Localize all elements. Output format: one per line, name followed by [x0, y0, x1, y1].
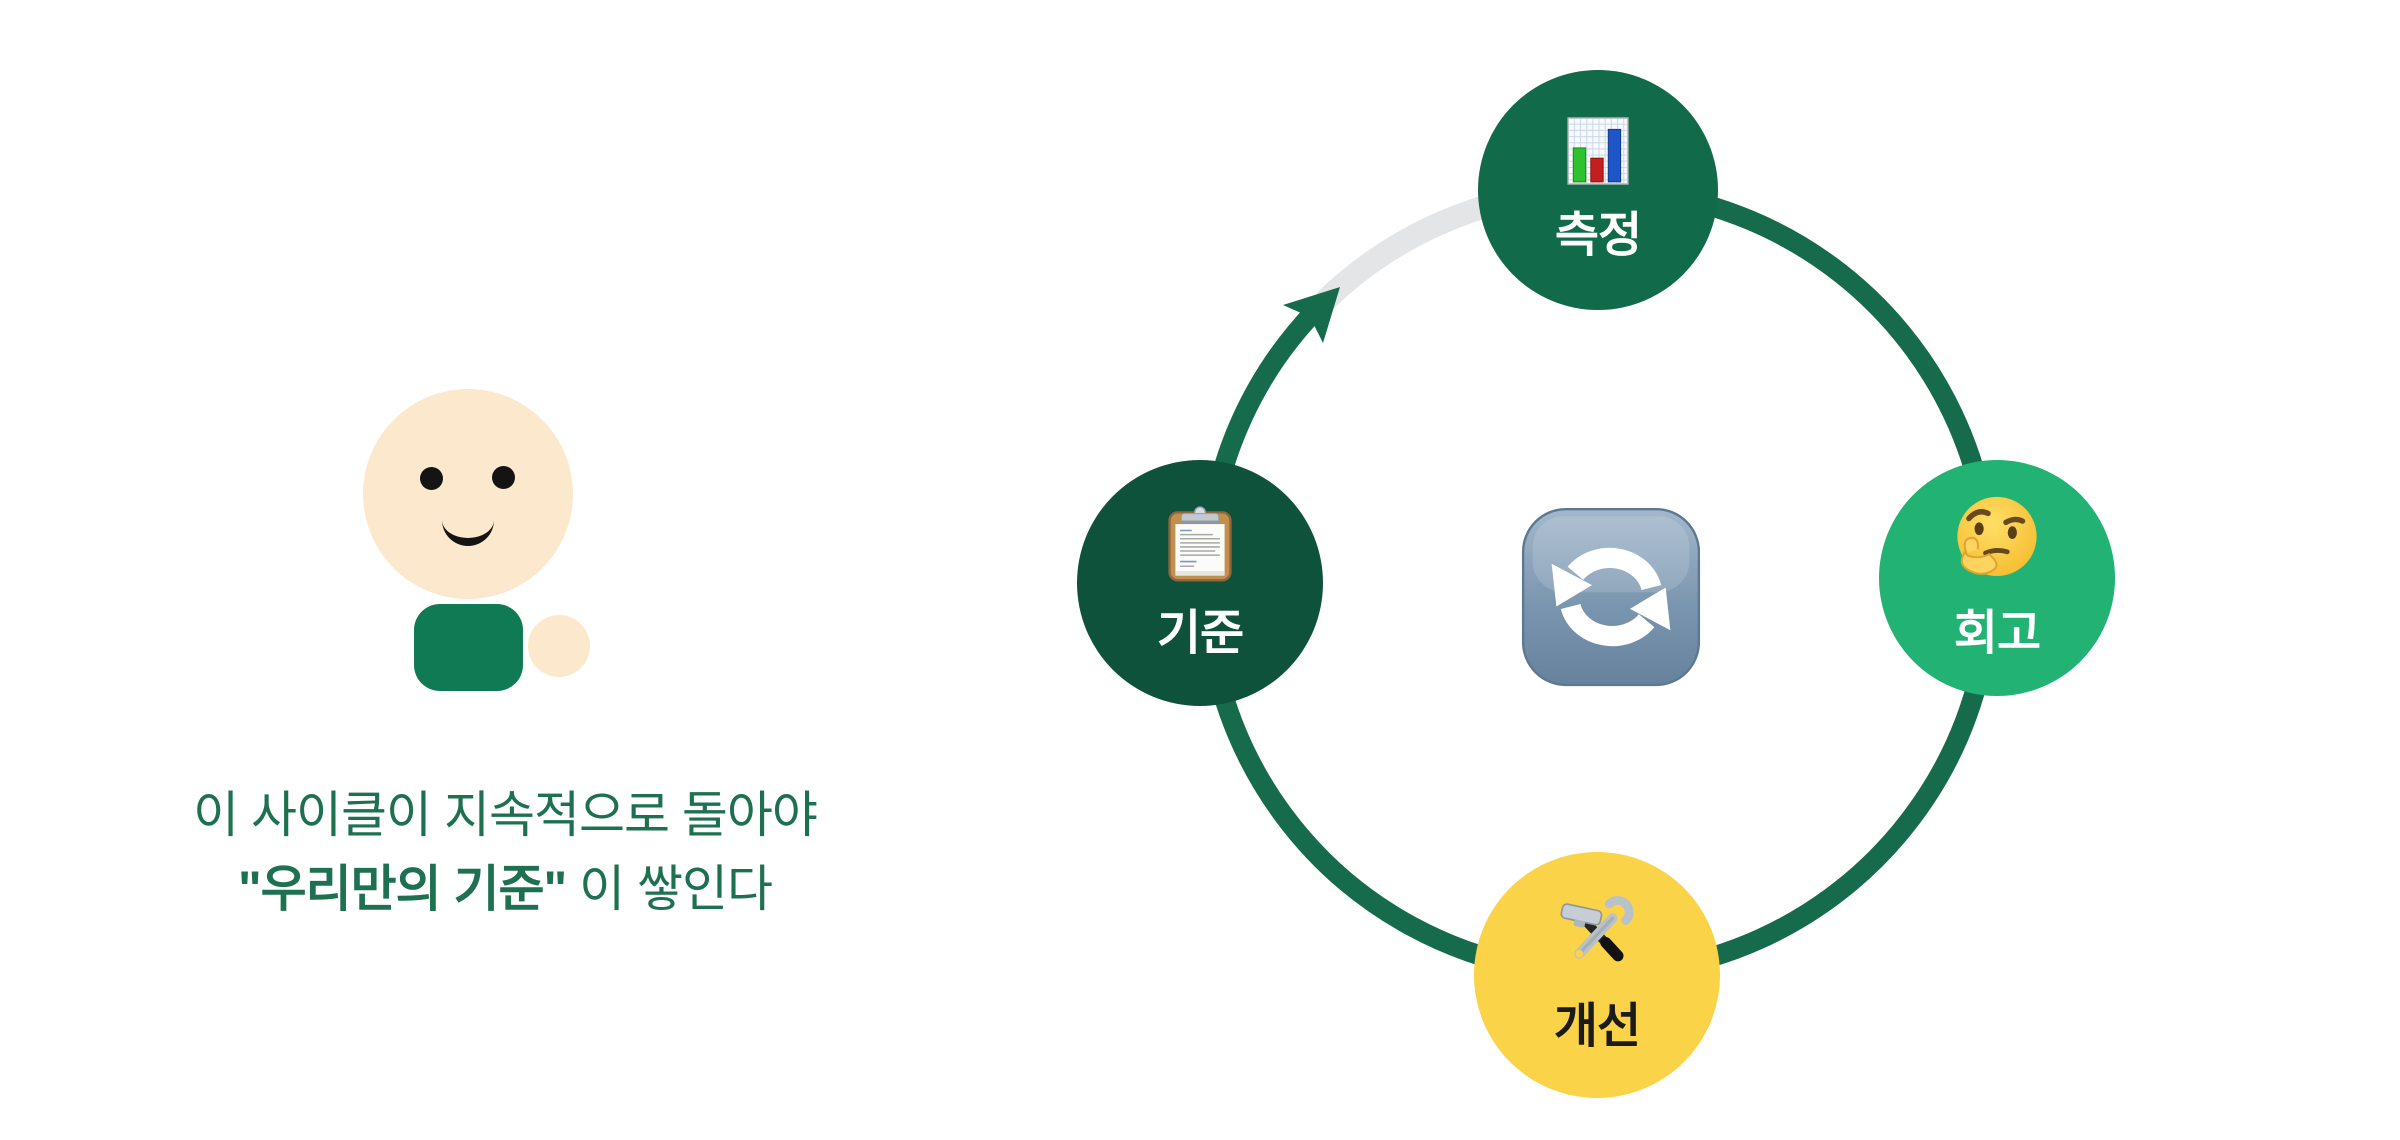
character-hand	[528, 615, 590, 677]
cycle-node-label-measure: 측정	[1554, 209, 1642, 262]
hammer-and-wrench-icon	[1560, 896, 1634, 962]
caption: 이 사이클이 지속적으로 돌아야 "우리만의 기준" 이 쌓인다	[40, 778, 970, 926]
cycle-node-standard: 기준	[1077, 460, 1323, 706]
clipboard-icon	[1168, 506, 1232, 582]
cycle-node-label-improve: 개선	[1553, 1000, 1641, 1053]
character-body	[414, 604, 523, 691]
cycle-node-label-standard: 기준	[1156, 607, 1244, 660]
character-head	[363, 389, 573, 599]
counterclockwise-arrows-icon	[1521, 507, 1701, 687]
cycle-node-retrospect: 회고	[1879, 460, 2115, 696]
bar-chart-icon	[1567, 117, 1629, 185]
character-left-eye	[420, 467, 443, 490]
cycle-node-label-retrospect: 회고	[1953, 607, 2041, 660]
caption-line-1: 이 사이클이 지속적으로 돌아야	[193, 787, 818, 843]
caption-line-2-emphasis: "우리만의 기준"	[237, 861, 567, 917]
caption-line-2-rest: 이 쌓인다	[566, 861, 773, 917]
character-smile	[442, 516, 494, 546]
caption-line-2: "우리만의 기준" 이 쌓인다	[40, 852, 970, 926]
cycle-node-improve: 개선	[1474, 852, 1720, 1098]
thinking-face-icon	[1957, 496, 2037, 577]
cycle-arrowhead-icon	[1283, 287, 1340, 343]
character-right-eye	[492, 466, 515, 489]
cycle-node-measure: 측정	[1478, 70, 1718, 310]
